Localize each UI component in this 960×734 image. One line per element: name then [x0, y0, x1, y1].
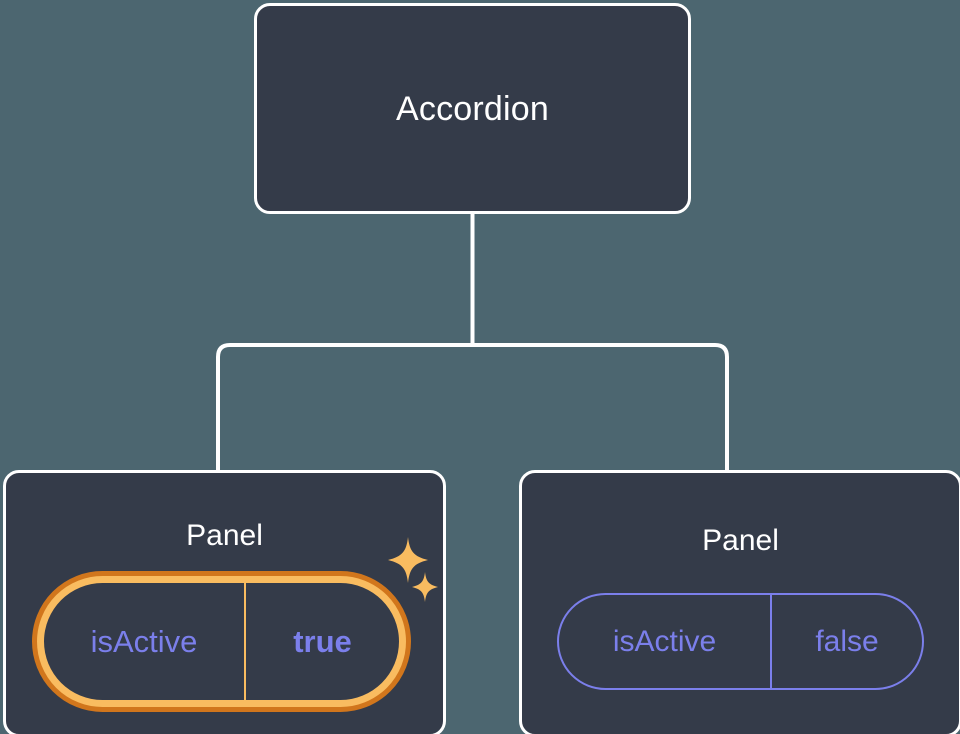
prop-pill-isactive-false[interactable]: isActive false: [557, 593, 924, 690]
prop-key-isactive-active: isActive: [44, 583, 246, 700]
connector-branch-bar: [216, 343, 729, 470]
node-title-panel-active: Panel: [186, 519, 263, 552]
prop-pill-inner: isActive true: [44, 583, 399, 700]
prop-pill-isactive-true[interactable]: isActive true: [32, 571, 411, 712]
node-title-panel-inactive: Panel: [702, 524, 779, 557]
prop-value-true: true: [293, 624, 352, 659]
prop-value-false: false: [815, 624, 879, 658]
prop-key-isactive-inactive: isActive: [559, 595, 772, 688]
tree-node-accordion[interactable]: Accordion: [254, 3, 691, 214]
node-title-accordion: Accordion: [396, 89, 549, 128]
